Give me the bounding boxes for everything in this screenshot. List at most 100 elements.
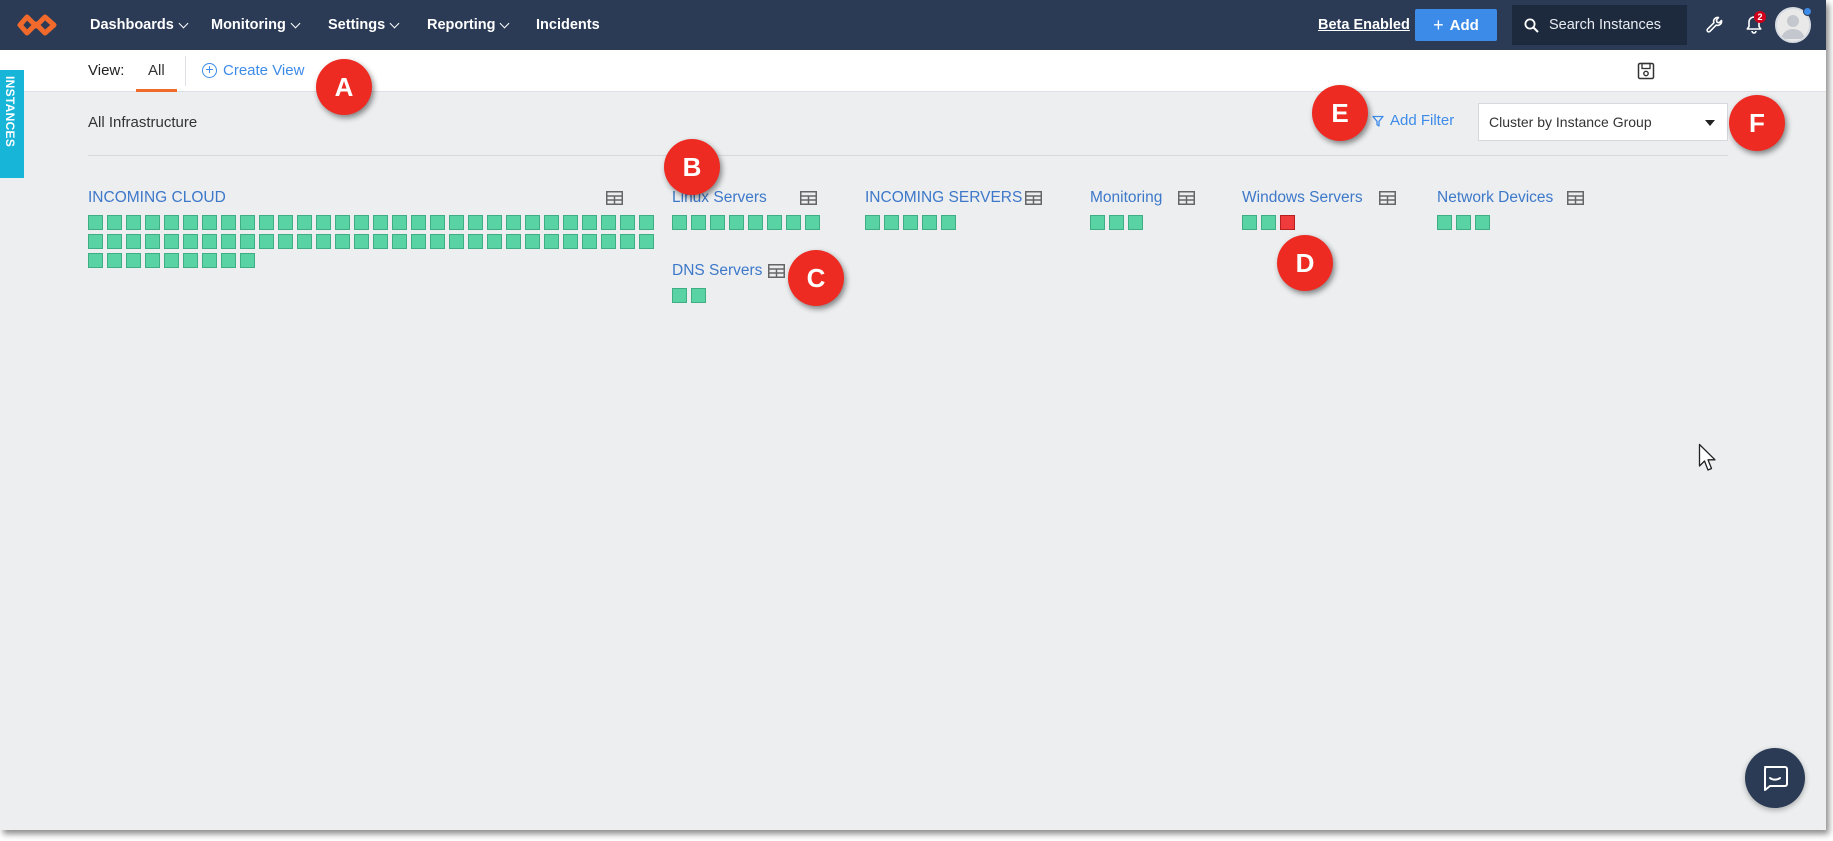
instance-status-ok[interactable] <box>525 215 540 230</box>
instance-status-ok[interactable] <box>601 234 616 249</box>
instance-status-ok[interactable] <box>278 215 293 230</box>
instance-status-ok[interactable] <box>316 215 331 230</box>
table-view-icon[interactable] <box>768 264 785 278</box>
instance-status-ok[interactable] <box>1242 215 1257 230</box>
instance-status-ok[interactable] <box>620 234 635 249</box>
instance-status-ok[interactable] <box>710 215 725 230</box>
instance-status-ok[interactable] <box>786 215 801 230</box>
table-view-icon[interactable] <box>1025 191 1042 205</box>
tab-all[interactable]: All <box>136 50 177 92</box>
instance-status-ok[interactable] <box>164 253 179 268</box>
instance-status-ok[interactable] <box>354 215 369 230</box>
instance-status-ok[interactable] <box>259 234 274 249</box>
instance-status-ok[interactable] <box>145 234 160 249</box>
table-view-icon[interactable] <box>606 191 623 205</box>
instance-status-ok[interactable] <box>691 288 706 303</box>
instance-status-ok[interactable] <box>525 234 540 249</box>
instance-status-ok[interactable] <box>221 215 236 230</box>
instance-status-ok[interactable] <box>278 234 293 249</box>
instance-status-ok[interactable] <box>183 253 198 268</box>
nav-incidents-link[interactable]: Incidents <box>536 17 600 33</box>
instance-status-ok[interactable] <box>202 234 217 249</box>
instance-status-ok[interactable] <box>145 215 160 230</box>
instance-status-ok[interactable] <box>335 215 350 230</box>
save-icon[interactable] <box>1636 61 1656 81</box>
table-view-icon[interactable] <box>1178 191 1195 205</box>
nav-monitoring-menu[interactable]: Monitoring <box>211 0 301 50</box>
instance-status-ok[interactable] <box>411 215 426 230</box>
table-view-icon[interactable] <box>800 191 817 205</box>
group-title-dns-servers[interactable]: DNS Servers <box>672 262 763 279</box>
instance-status-ok[interactable] <box>691 215 706 230</box>
instance-status-ok[interactable] <box>430 234 445 249</box>
instance-status-ok[interactable] <box>582 234 597 249</box>
instance-status-ok[interactable] <box>941 215 956 230</box>
instance-status-ok[interactable] <box>259 215 274 230</box>
instance-status-ok[interactable] <box>202 215 217 230</box>
wrench-icon[interactable] <box>1704 14 1726 36</box>
instance-status-ok[interactable] <box>88 253 103 268</box>
instance-status-ok[interactable] <box>126 253 141 268</box>
group-title-incoming-cloud[interactable]: INCOMING CLOUD <box>88 189 226 206</box>
instance-status-ok[interactable] <box>672 215 687 230</box>
instance-status-ok[interactable] <box>487 215 502 230</box>
beta-enabled-link[interactable]: Beta Enabled <box>1318 17 1410 33</box>
instance-status-ok[interactable] <box>1109 215 1124 230</box>
instance-status-ok[interactable] <box>183 215 198 230</box>
cluster-by-select[interactable]: Cluster by Instance Group <box>1478 103 1728 141</box>
create-view-button[interactable]: + Create View <box>202 62 304 79</box>
instance-status-ok[interactable] <box>544 234 559 249</box>
instances-side-tab[interactable]: INSTANCES <box>0 70 24 178</box>
instance-status-ok[interactable] <box>865 215 880 230</box>
table-view-icon[interactable] <box>1379 191 1396 205</box>
instance-status-ok[interactable] <box>767 215 782 230</box>
instance-status-ok[interactable] <box>240 215 255 230</box>
morpheus-logo-icon[interactable] <box>16 12 58 38</box>
instance-status-ok[interactable] <box>335 234 350 249</box>
instance-status-ok[interactable] <box>729 215 744 230</box>
group-title-windows-servers[interactable]: Windows Servers <box>1242 189 1363 206</box>
instance-status-ok[interactable] <box>506 215 521 230</box>
group-title-incoming-servers[interactable]: INCOMING SERVERS <box>865 189 1023 206</box>
instance-status-ok[interactable] <box>487 234 502 249</box>
instance-status-ok[interactable] <box>221 253 236 268</box>
instance-status-ok[interactable] <box>1090 215 1105 230</box>
instance-status-ok[interactable] <box>672 288 687 303</box>
instance-status-ok[interactable] <box>430 215 445 230</box>
instance-status-ok[interactable] <box>903 215 918 230</box>
instance-status-ok[interactable] <box>221 234 236 249</box>
search-instances-input[interactable]: Search Instances <box>1512 5 1687 45</box>
instance-status-ok[interactable] <box>107 253 122 268</box>
instance-status-ok[interactable] <box>164 234 179 249</box>
instance-status-ok[interactable] <box>373 234 388 249</box>
instance-status-ok[interactable] <box>468 215 483 230</box>
nav-reporting-menu[interactable]: Reporting <box>427 0 510 50</box>
instance-status-ok[interactable] <box>392 215 407 230</box>
instance-status-ok[interactable] <box>922 215 937 230</box>
instance-status-ok[interactable] <box>1437 215 1452 230</box>
instance-status-ok[interactable] <box>468 234 483 249</box>
instance-status-ok[interactable] <box>639 215 654 230</box>
instance-status-ok[interactable] <box>620 215 635 230</box>
nav-settings-menu[interactable]: Settings <box>328 0 400 50</box>
instance-status-ok[interactable] <box>126 234 141 249</box>
nav-dashboards-menu[interactable]: Dashboards <box>90 0 189 50</box>
instance-status-ok[interactable] <box>411 234 426 249</box>
instance-status-ok[interactable] <box>107 234 122 249</box>
instance-status-ok[interactable] <box>392 234 407 249</box>
instance-status-ok[interactable] <box>563 234 578 249</box>
instance-status-ok[interactable] <box>297 234 312 249</box>
instance-status-ok[interactable] <box>1456 215 1471 230</box>
instance-status-ok[interactable] <box>183 234 198 249</box>
instance-status-ok[interactable] <box>563 215 578 230</box>
instance-status-ok[interactable] <box>240 253 255 268</box>
instance-status-ok[interactable] <box>240 234 255 249</box>
instance-status-ok[interactable] <box>373 215 388 230</box>
instance-status-critical[interactable] <box>1280 215 1295 230</box>
instance-status-ok[interactable] <box>805 215 820 230</box>
chat-support-button[interactable] <box>1745 748 1805 808</box>
instance-status-ok[interactable] <box>164 215 179 230</box>
group-title-network-devices[interactable]: Network Devices <box>1437 189 1554 206</box>
instance-status-ok[interactable] <box>88 234 103 249</box>
instance-status-ok[interactable] <box>107 215 122 230</box>
